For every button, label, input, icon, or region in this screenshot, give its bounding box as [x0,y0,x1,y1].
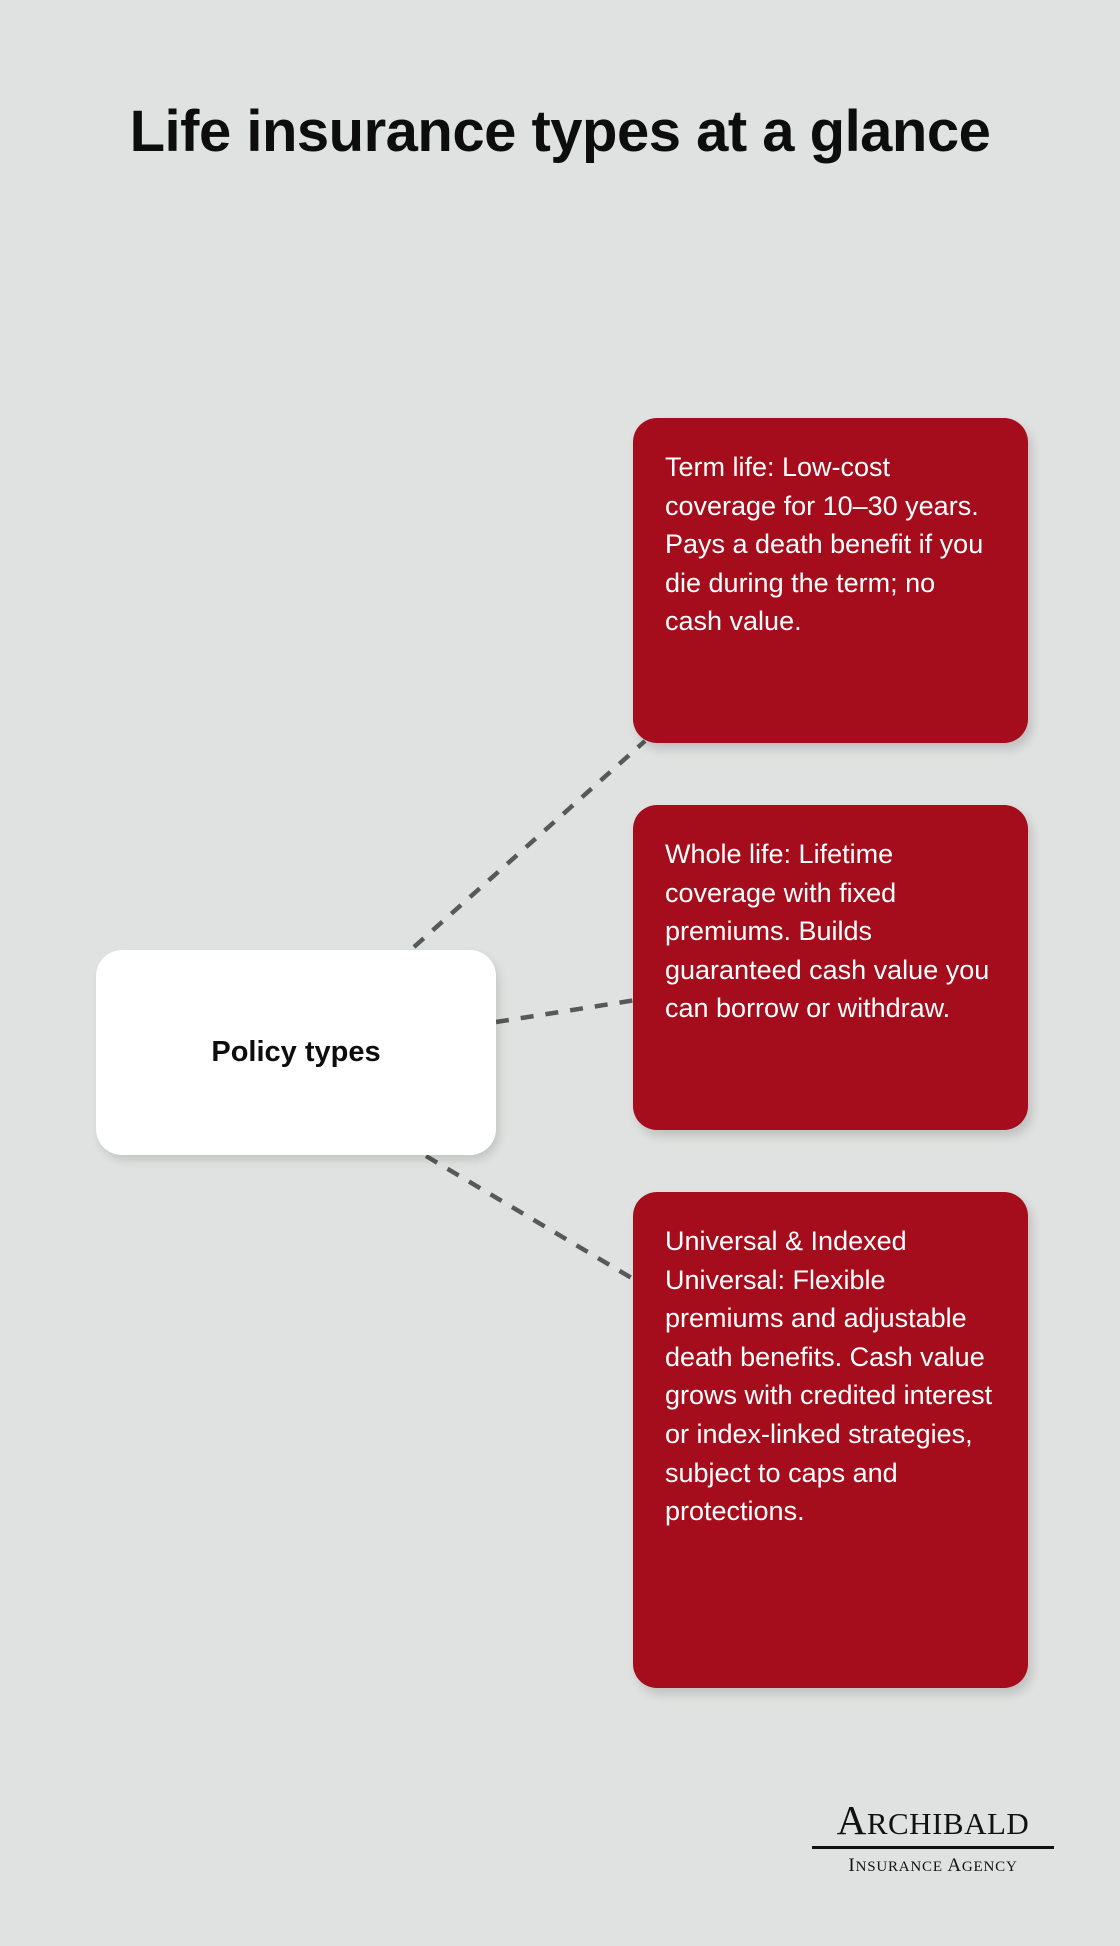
branch-card-whole-life[interactable]: Whole life: Lifetime coverage with fixed… [633,805,1028,1130]
brand-wordmark-rest: RCHIBALD [866,1806,1030,1841]
branch-card-term-life[interactable]: Term life: Low-cost coverage for 10–30 y… [633,418,1028,743]
branch-card-universal-life[interactable]: Universal & Indexed Universal: Flexible … [633,1192,1028,1688]
connector-line-term-life [412,739,647,949]
brand-tagline-rest-1: NSURANCE [855,1859,943,1875]
page-title: Life insurance types at a glance [129,99,991,164]
branch-card-text: Universal & Indexed Universal: Flexible … [665,1226,993,1527]
brand-wordmark-initial: A [836,1797,867,1843]
branch-card-text: Term life: Low-cost coverage for 10–30 y… [665,452,984,637]
connector-line-whole-life [495,997,637,1025]
central-node[interactable]: Policy types [96,950,496,1155]
brand-tagline-initial-1: I [848,1855,856,1876]
brand-divider-rule [812,1846,1054,1849]
brand-tagline-rest-2: GENCY [961,1859,1018,1875]
brand-tagline-initial-2: A [947,1855,962,1876]
brand-tagline: INSURANCE AGENCY [812,1855,1054,1877]
connector-line-universal-life [424,1154,647,1288]
branch-card-text: Whole life: Lifetime coverage with fixed… [665,839,990,1024]
central-node-label: Policy types [211,1036,381,1068]
brand-logo: ARCHIBALD INSURANCE AGENCY [812,1800,1054,1877]
brand-wordmark: ARCHIBALD [812,1800,1054,1841]
